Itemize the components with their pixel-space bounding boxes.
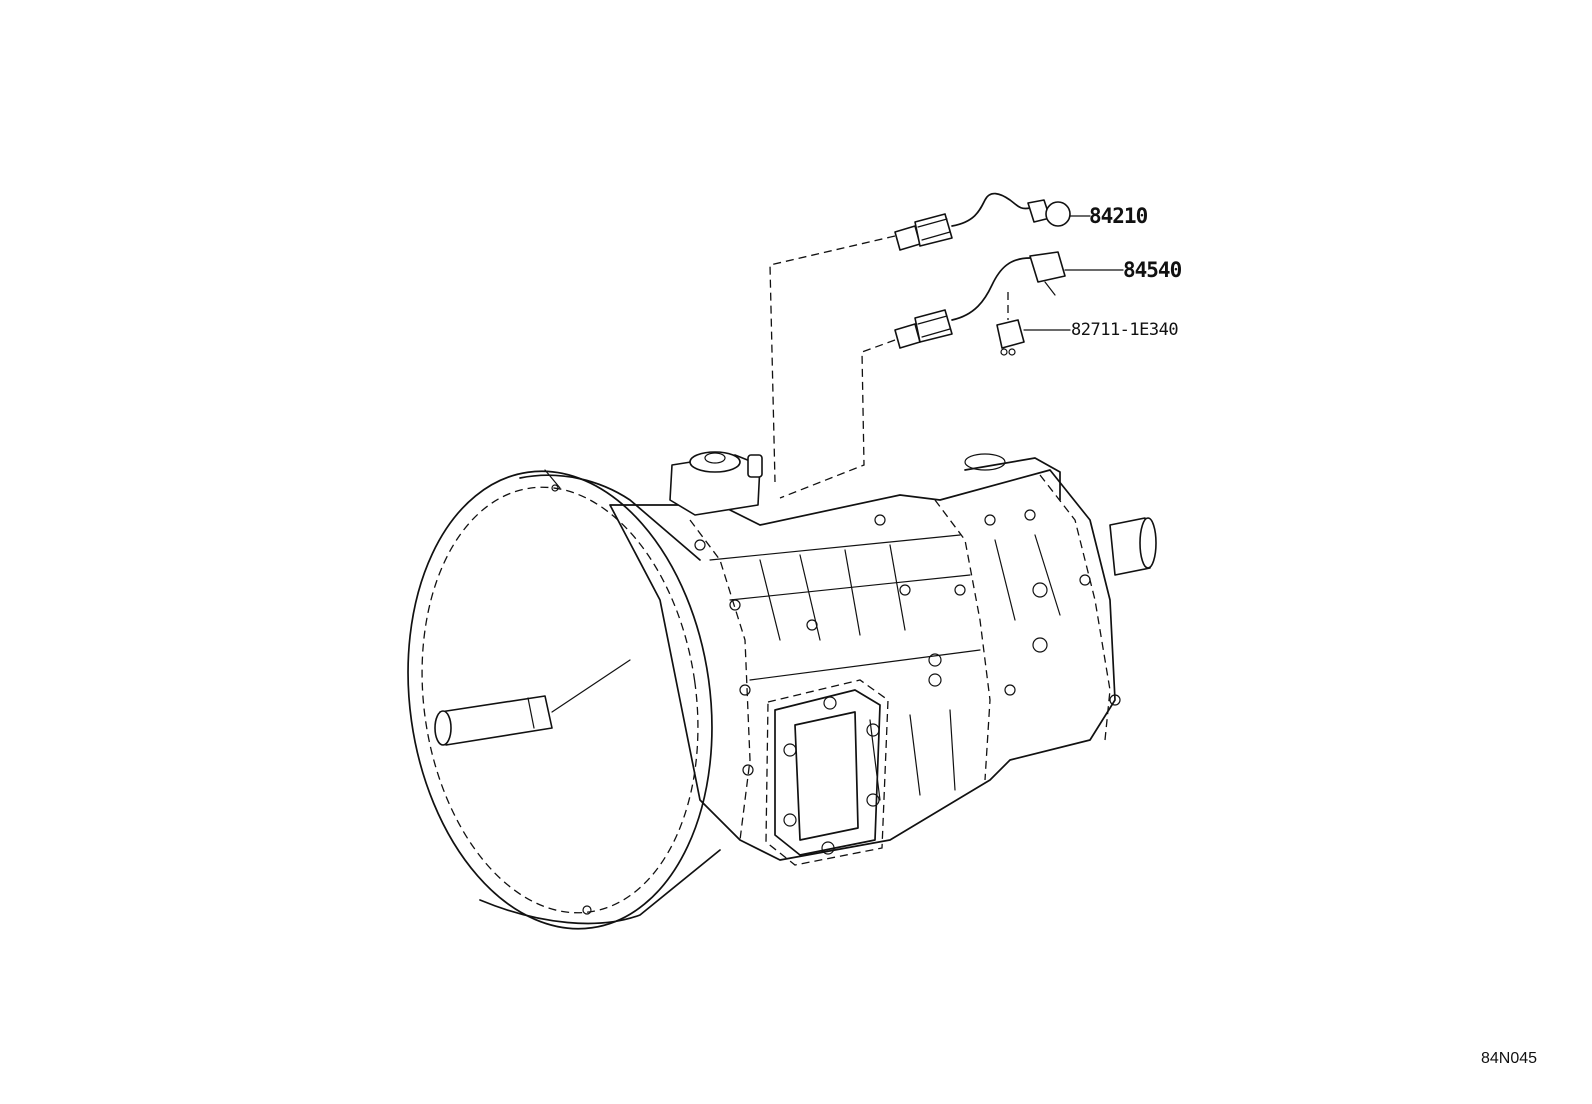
- shift-tower: [669, 451, 763, 516]
- callout-84210: 84210: [1089, 204, 1148, 228]
- callout-84540: 84540: [1123, 258, 1182, 282]
- sensor-84540: [779, 251, 1124, 499]
- sensor-84210: [769, 192, 1091, 483]
- transmission-case: [609, 469, 1121, 861]
- bottom-cover-plate: [765, 679, 889, 866]
- output-shaft: [964, 453, 1157, 576]
- callout-82711-1e340: 82711-1E340: [1071, 320, 1179, 340]
- input-shaft: [434, 659, 631, 746]
- bell-housing: [407, 469, 721, 930]
- diagram-code: 84N045: [1481, 1050, 1538, 1067]
- clamp-82711: [996, 319, 1071, 356]
